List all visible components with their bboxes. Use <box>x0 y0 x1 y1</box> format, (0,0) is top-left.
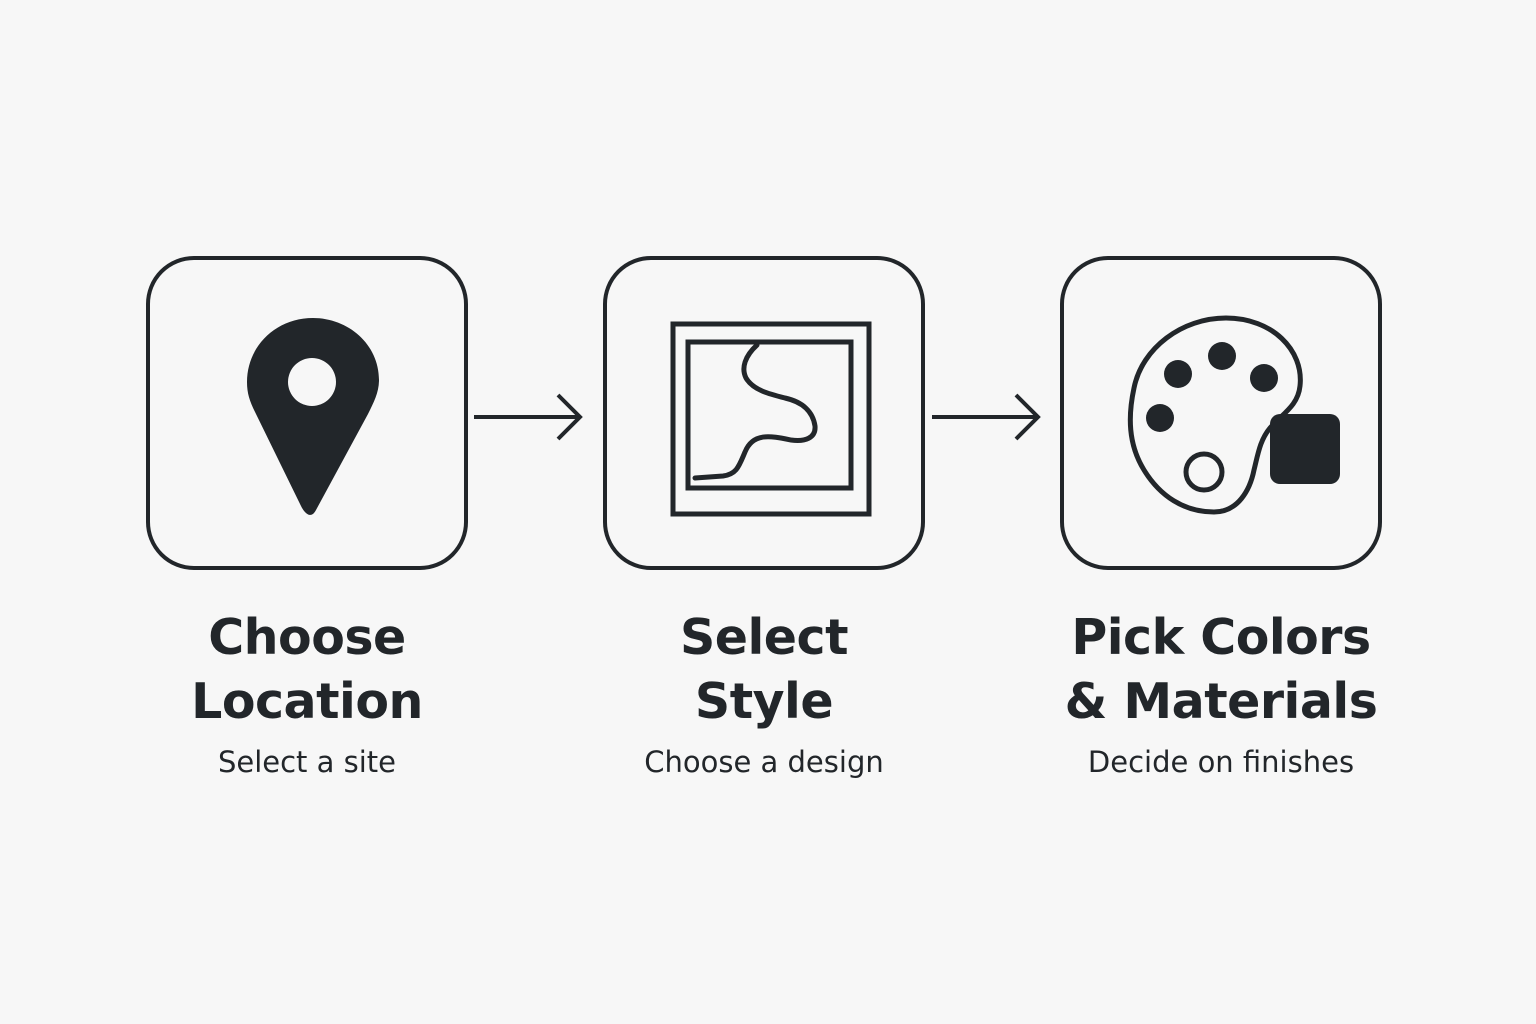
arrow-right-icon <box>932 393 1041 441</box>
step-icon-box <box>146 256 468 570</box>
step-subtitle: Decide on finishes <box>1087 745 1355 779</box>
step-subtitle: Select a site <box>217 745 397 779</box>
step-title: Pick Colors & Materials <box>1064 609 1378 730</box>
map-pin-icon <box>247 318 379 515</box>
step-subtitle: Choose a design <box>644 745 884 779</box>
step-choose-location: Choose Location Select a site <box>146 256 476 779</box>
arrow-right-icon <box>474 393 583 441</box>
step-title: Choose Location <box>191 609 423 730</box>
step-title: Select Style <box>679 609 849 730</box>
step-pick-colors: Pick Colors & Materials Decide on finish… <box>1060 256 1390 779</box>
palette-icon <box>1127 315 1340 515</box>
step-text: Choose Location Select a site <box>86 606 528 780</box>
step-icon-box <box>603 256 925 570</box>
framed-picture-icon <box>670 321 872 517</box>
step-text: Pick Colors & Materials Decide on finish… <box>1000 606 1442 780</box>
step-select-style: Select Style Choose a design <box>603 256 933 779</box>
step-text: Select Style Choose a design <box>543 606 985 780</box>
step-icon-box <box>1060 256 1382 570</box>
